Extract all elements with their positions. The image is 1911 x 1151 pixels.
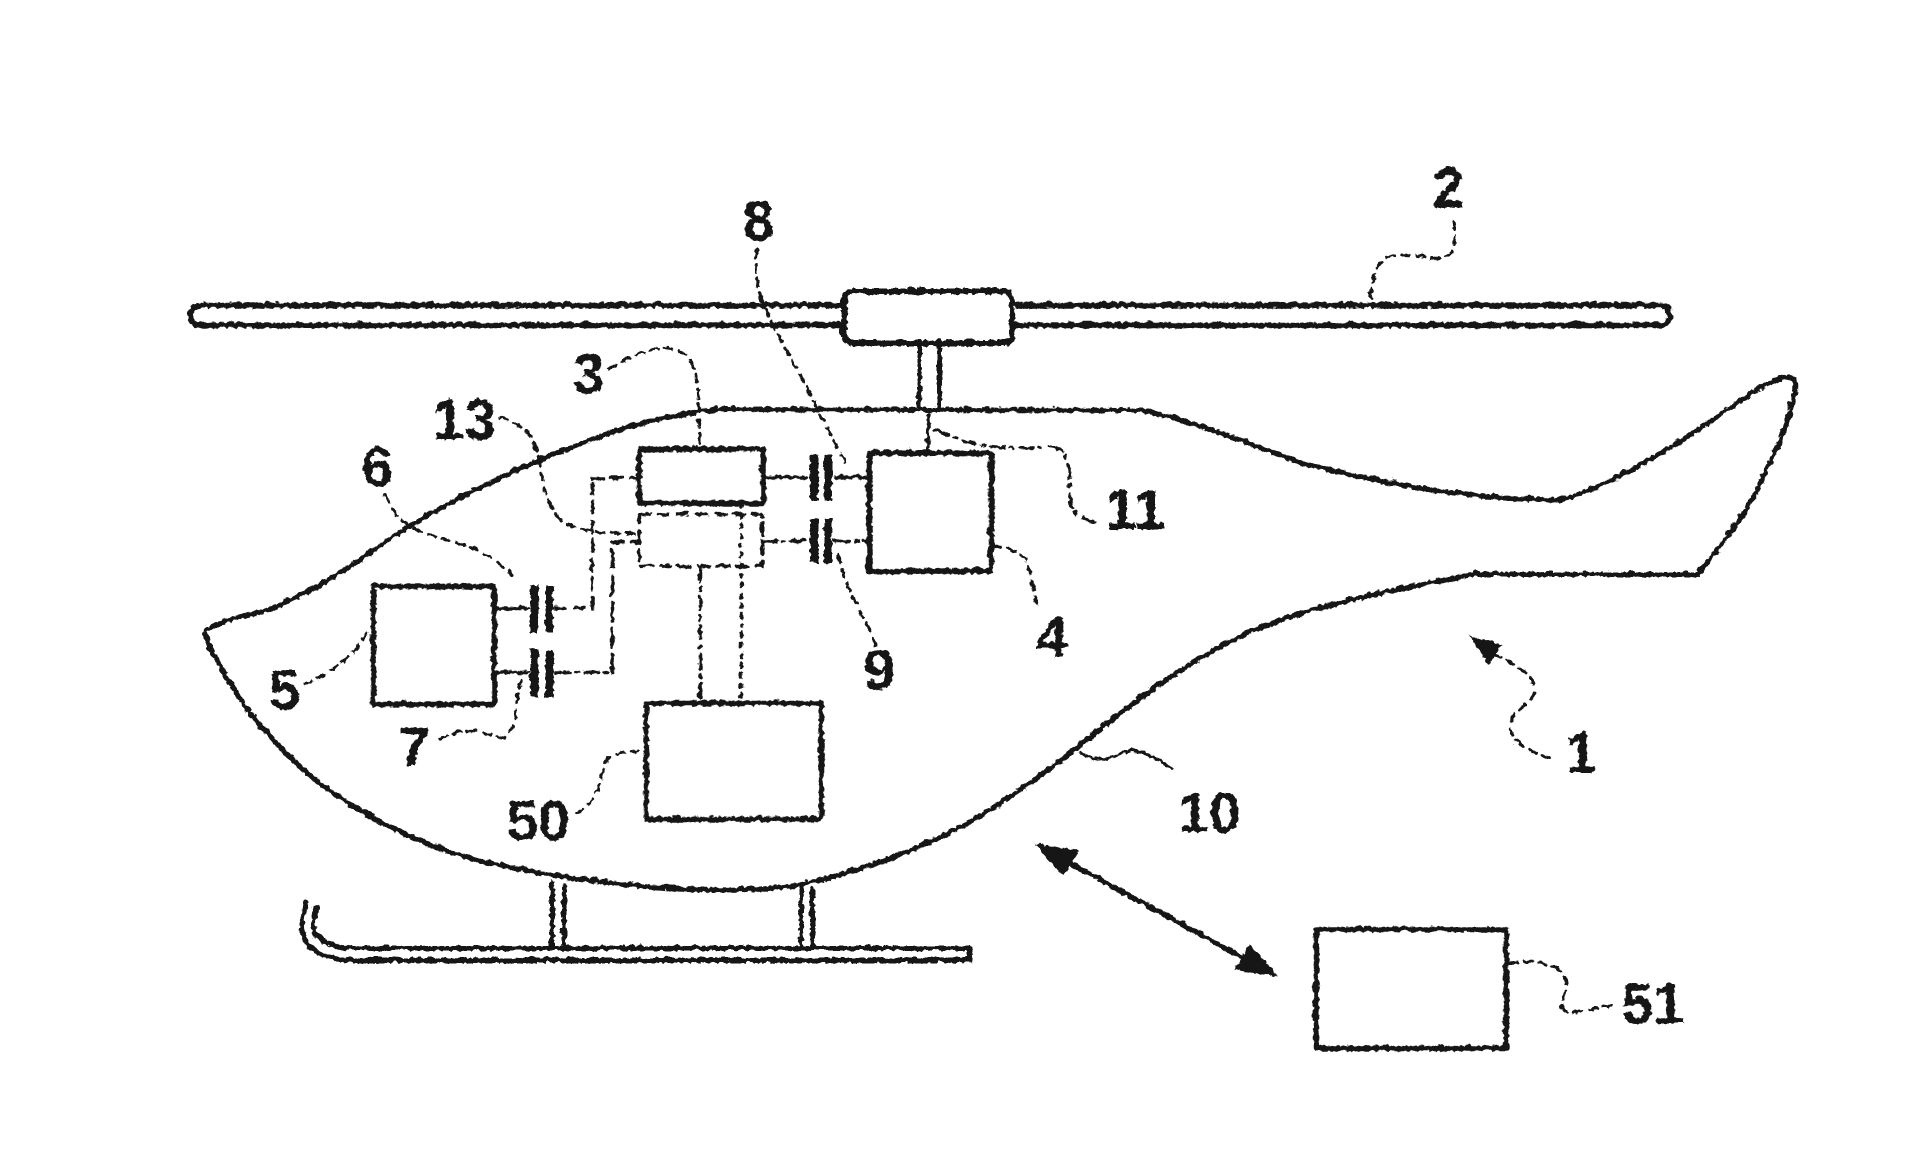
leader-13 (496, 414, 638, 534)
radio-link-double-arrow (1032, 842, 1278, 976)
leader-51 (1506, 959, 1616, 1013)
coupling-6-symbol (529, 584, 552, 631)
leader-10 (1077, 748, 1172, 769)
fuselage-outline (201, 373, 1797, 892)
leader-5 (301, 625, 373, 686)
coupling-7-symbol (529, 649, 552, 696)
ref-label-6: 6 (360, 434, 392, 498)
ref-label-4: 4 (1035, 604, 1067, 668)
ref-label-11: 11 (1104, 477, 1164, 541)
ground-station-box-51 (1312, 925, 1508, 1050)
ref-label-8: 8 (741, 188, 773, 252)
reference-numerals: 2 8 3 13 6 5 7 50 9 11 4 10 1 51 (267, 155, 1684, 1035)
leader-lines (301, 218, 1616, 1013)
coupling-8-symbol (809, 453, 831, 499)
ref-label-9: 9 (862, 637, 894, 701)
leader-2 (1368, 218, 1455, 308)
ref-label-51: 51 (1620, 971, 1683, 1035)
landing-skid (298, 879, 971, 962)
leader-11 (932, 426, 1099, 523)
component-box-50 (642, 699, 823, 821)
leader-1 (1490, 650, 1550, 759)
ref-label-10: 10 (1176, 780, 1239, 844)
ref-label-13: 13 (431, 387, 494, 451)
ref-label-2: 2 (1431, 155, 1463, 219)
ref-label-50: 50 (505, 788, 568, 852)
coupling-9-symbol (809, 517, 831, 562)
leader-3 (606, 345, 700, 446)
drivetrain-connections (491, 474, 870, 703)
ref-label-5: 5 (267, 657, 299, 721)
leader-8 (753, 246, 845, 462)
dashed-component-box-13 (636, 511, 763, 567)
ref-label-3: 3 (571, 341, 603, 405)
leader-4 (989, 542, 1039, 610)
leader-6 (382, 492, 512, 576)
leader-50 (573, 748, 644, 814)
ref-label-1: 1 (1564, 720, 1596, 784)
component-box-3 (635, 445, 765, 505)
leader-7 (436, 671, 525, 740)
ref-label-7: 7 (397, 714, 429, 778)
leader-1-arrowhead (1467, 634, 1501, 663)
component-box-11 (865, 449, 993, 573)
rotor-hub-box (840, 287, 1014, 345)
component-box-5 (369, 582, 496, 706)
leader-9 (834, 549, 876, 646)
